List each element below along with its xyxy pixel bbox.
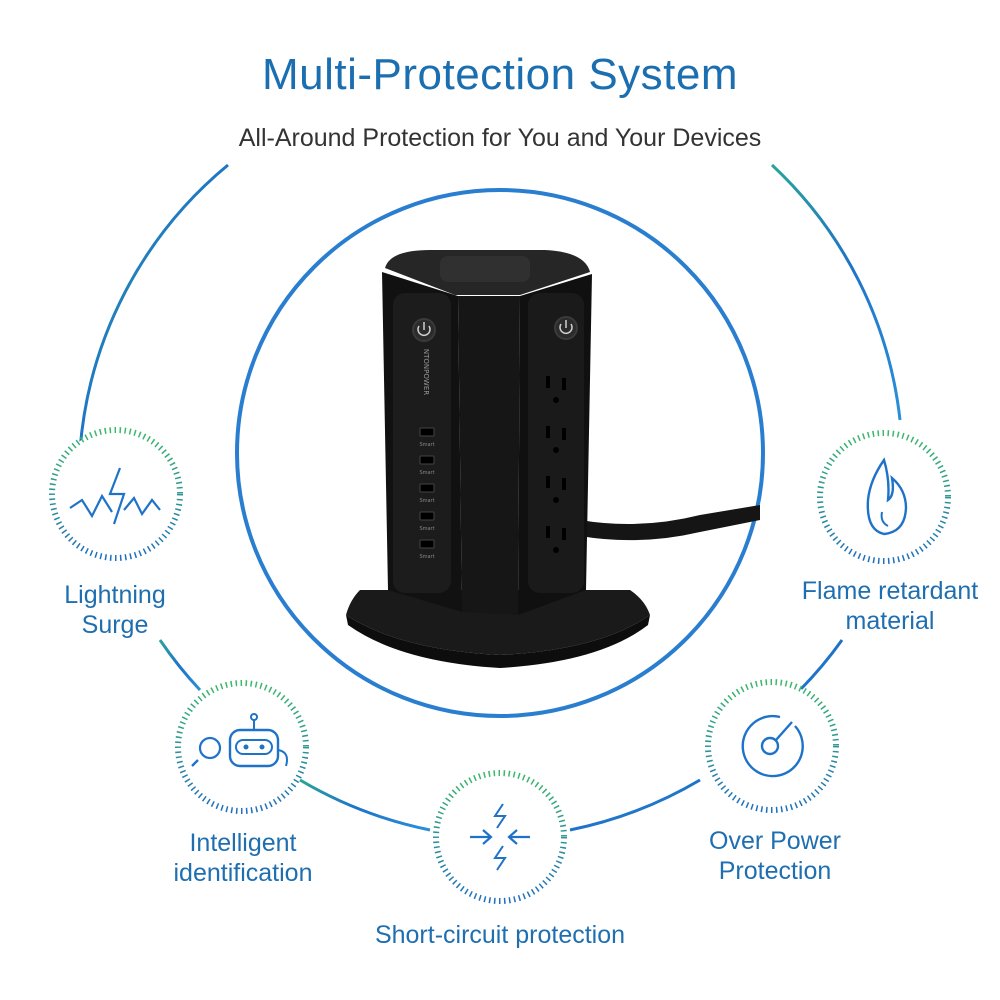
page-title: Multi-Protection System (261, 50, 739, 99)
svg-text:Smart: Smart (419, 526, 434, 532)
svg-text:Smart: Smart (419, 470, 434, 476)
usb-ports: Smart Smart Smart Smart Smart (419, 427, 435, 560)
power-strip-tower: NTONPOWER Smart Smart Smart Smart Smart (346, 250, 760, 668)
flame-retardant-label: Flame retardant material (801, 577, 979, 635)
flame-icon (817, 430, 951, 564)
short-circuit-label: Short-circuit protection (374, 921, 626, 949)
lightning-surge-label: Lightning Surge (64, 581, 166, 639)
svg-text:Smart: Smart (419, 442, 434, 448)
power-gauge-icon (705, 679, 839, 813)
center-ring (235, 188, 765, 718)
outer-ring (78, 163, 902, 832)
ac-outlets (546, 376, 566, 553)
short-circuit-icon (433, 770, 567, 904)
page-subtitle: All-Around Protection for You and Your D… (238, 124, 762, 152)
over-power-label: Over Power Protection (709, 827, 841, 885)
robot-icon (175, 680, 309, 814)
brand-text: NTONPOWER (422, 349, 430, 395)
svg-text:Smart: Smart (419, 498, 434, 504)
lightning-surge-icon (49, 427, 183, 561)
svg-text:Smart: Smart (419, 554, 434, 560)
intelligent-identification-label: Intelligent identification (173, 829, 313, 887)
